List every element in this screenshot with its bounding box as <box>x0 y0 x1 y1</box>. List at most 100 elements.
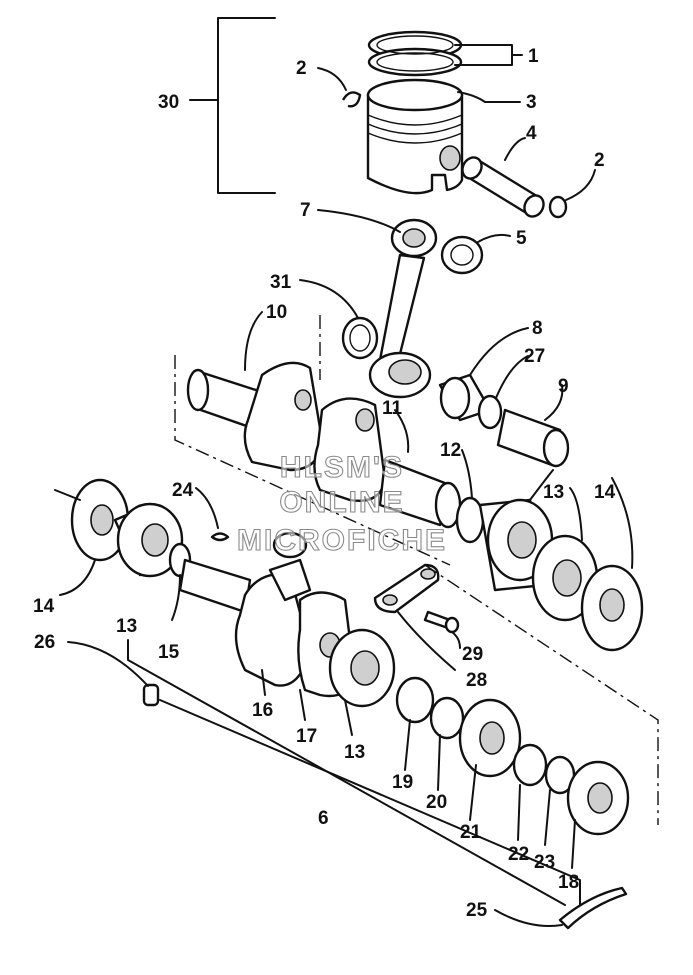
ref-bracket-upper <box>174 315 451 566</box>
dowel-pin-26 <box>142 683 160 707</box>
callout-25: 25 <box>466 900 488 921</box>
ref-bracket-lower <box>424 564 659 825</box>
leader-23 <box>544 789 551 846</box>
woodruff-key-24 <box>210 532 230 542</box>
callout-7: 7 <box>300 200 311 221</box>
callout-20: 20 <box>426 792 447 813</box>
circlip-25 <box>558 886 628 930</box>
callout-9: 9 <box>558 376 569 397</box>
callout-11: 11 <box>382 398 403 419</box>
callout-26: 26 <box>34 632 55 653</box>
leader-12 <box>461 449 473 499</box>
callout-30: 30 <box>158 92 179 113</box>
screw-29 <box>423 610 460 634</box>
callout-28: 28 <box>466 670 487 691</box>
ref-line-left <box>54 489 81 501</box>
leader-4 <box>504 137 526 161</box>
leader-14-upper <box>611 477 634 569</box>
crankshaft-lower <box>178 531 357 698</box>
watermark: HLSM'S ONLINE MICROFICHE <box>236 450 447 557</box>
leader-2a <box>317 67 347 91</box>
callout-18: 18 <box>558 872 579 893</box>
leader-16 <box>261 669 266 696</box>
seal-19 <box>395 676 435 724</box>
leader-9 <box>544 384 564 421</box>
callout-15: 15 <box>158 642 180 663</box>
callout-5: 5 <box>516 228 527 249</box>
leader-11 <box>394 409 410 453</box>
connecting-rod <box>368 218 438 399</box>
callout-10: 10 <box>266 302 287 323</box>
callout-13-upper: 13 <box>543 482 564 503</box>
callout-19: 19 <box>392 772 413 793</box>
callout-13-lower: 13 <box>344 742 365 763</box>
callout-3: 3 <box>526 92 537 113</box>
circlip-right <box>548 195 568 219</box>
bearing-14-upper <box>580 564 644 652</box>
leader-6-b <box>159 699 581 913</box>
leader-13-upper <box>529 469 583 541</box>
watermark-line-3: MICROFICHE <box>237 524 447 557</box>
crankpin <box>496 408 570 468</box>
washer-27 <box>477 394 503 430</box>
leader-28 <box>397 611 456 671</box>
leader-19 <box>404 719 411 771</box>
washer-20 <box>429 696 465 740</box>
bearing-13-upper-b <box>531 534 599 622</box>
callout-23: 23 <box>534 852 555 873</box>
callout-6: 6 <box>318 808 329 829</box>
callout-21: 21 <box>460 822 482 843</box>
leader-2b <box>565 169 596 201</box>
leader-20 <box>437 734 441 791</box>
bearing-18 <box>566 760 630 836</box>
thrust-washer-31 <box>341 316 379 360</box>
callout-14-upper: 14 <box>594 482 616 503</box>
callout-1: 1 <box>528 46 539 67</box>
leader-14-lower <box>59 559 96 596</box>
bearing-14-lower <box>70 478 130 562</box>
leader-3 <box>457 91 521 103</box>
small-end-bearing <box>440 235 484 275</box>
callout-29: 29 <box>462 644 483 665</box>
callout-14-lower: 14 <box>33 596 55 617</box>
callout-17: 17 <box>296 726 317 747</box>
leader-27 <box>495 355 529 399</box>
leader-18 <box>571 819 576 869</box>
callout-12: 12 <box>440 440 461 461</box>
leader-1 <box>454 44 513 66</box>
leader-17 <box>299 689 306 721</box>
leader-5 <box>477 233 511 243</box>
leader-10 <box>244 311 263 371</box>
callout-8: 8 <box>532 318 543 339</box>
leader-8 <box>469 327 529 376</box>
assembly-bracket-30 <box>217 17 276 194</box>
callout-16: 16 <box>252 700 273 721</box>
bearing-13-lower <box>328 628 396 708</box>
crankpin-bearing <box>438 373 492 422</box>
leader-29 <box>451 631 461 649</box>
leader-22 <box>517 784 521 841</box>
leader-25 <box>494 909 563 927</box>
callout-4: 4 <box>526 123 537 144</box>
watermark-line-2: ONLINE <box>279 486 404 519</box>
piston-pin <box>461 156 545 218</box>
circlip-left <box>341 91 362 108</box>
leader-31 <box>299 279 359 319</box>
leader-7 <box>317 209 401 233</box>
leader-21 <box>469 764 477 821</box>
leader-15 <box>171 574 181 621</box>
callout-24: 24 <box>172 480 194 501</box>
crankshaft-half-upper <box>186 361 462 529</box>
callout-13-left: 13 <box>116 616 137 637</box>
bearing-13-left <box>113 502 184 578</box>
watermark-line-1: HLSM'S <box>280 451 404 484</box>
callout-27: 27 <box>524 346 545 367</box>
callout-31: 31 <box>270 272 292 293</box>
leader-6-a <box>127 639 566 906</box>
bearing-21 <box>458 698 522 778</box>
callout-2: 2 <box>296 58 307 79</box>
leader-24 <box>195 487 219 529</box>
callout-2-right: 2 <box>594 150 605 171</box>
